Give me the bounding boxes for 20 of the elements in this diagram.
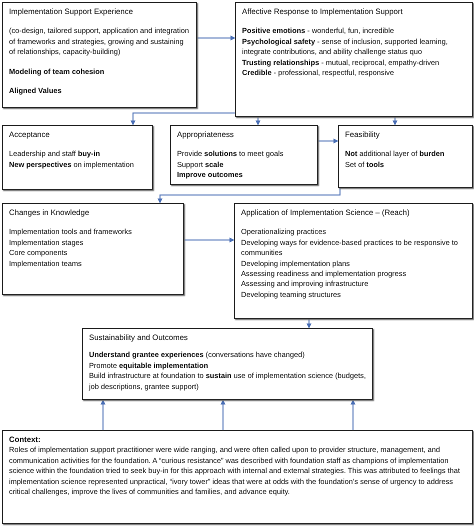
arrow: [318, 138, 338, 144]
arrow: [184, 238, 234, 242]
arrow: [196, 36, 236, 40]
text-box: [2, 203, 184, 295]
text-box: [2, 2, 197, 108]
arrow: [256, 116, 260, 126]
arrow: [220, 400, 226, 430]
arrow: [350, 400, 356, 430]
text-box: [2, 430, 473, 524]
text-box: [2, 125, 153, 190]
text-box: [234, 203, 473, 319]
text-box: [82, 328, 373, 400]
text-box: [235, 2, 473, 117]
arrow: [158, 188, 340, 204]
arrow: [392, 116, 398, 126]
arrow: [130, 112, 236, 126]
arrow: [306, 318, 312, 328]
text-box: [170, 125, 318, 185]
arrow: [100, 400, 106, 430]
text-box: [338, 125, 473, 188]
